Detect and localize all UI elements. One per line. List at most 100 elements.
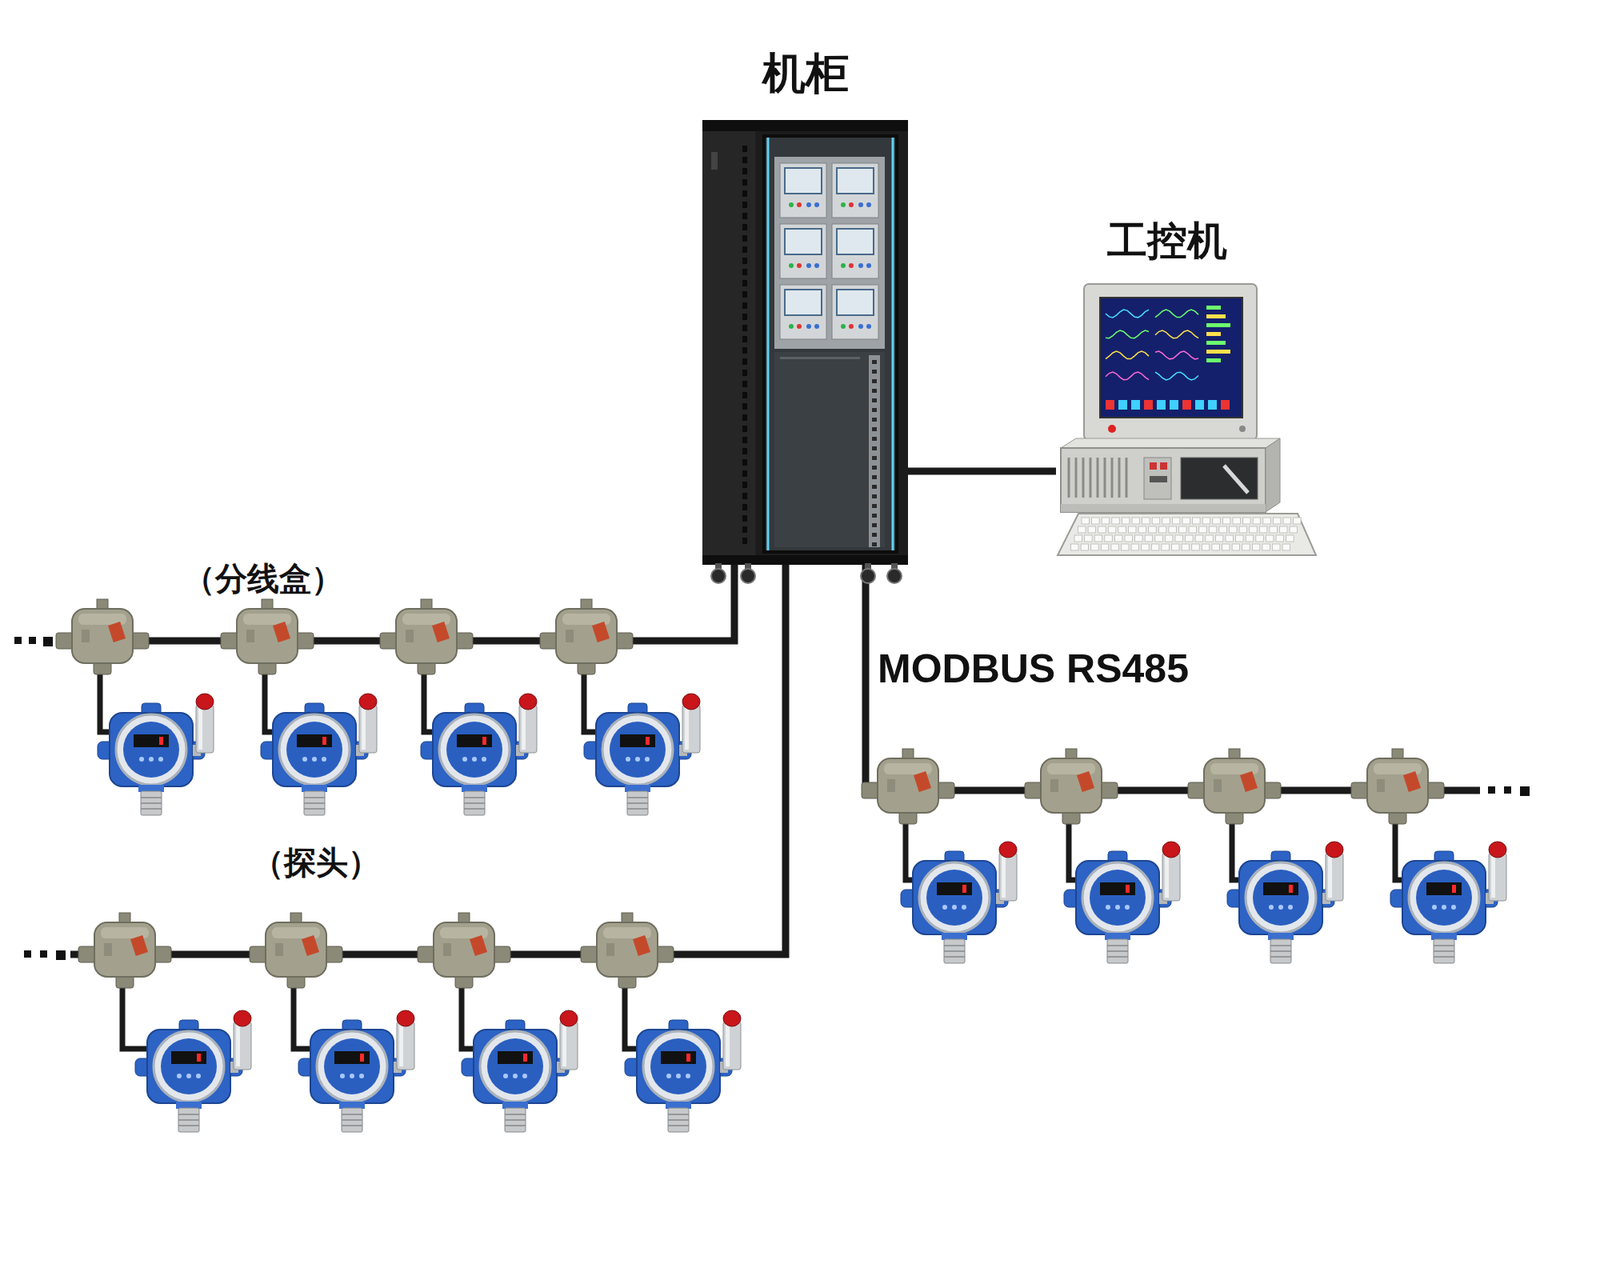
rail-hole [872,465,877,470]
alarm-body [233,1021,252,1070]
rail-hole [872,513,877,518]
rail-hole [872,427,877,432]
monitor-screen [1100,297,1243,418]
alarm-lamp [1162,841,1180,858]
box-mark [606,943,615,956]
box-mark [1213,779,1222,792]
alarm-shine [684,708,689,750]
panel-frame [774,156,885,349]
detector-button [625,756,631,762]
detector-button [1268,904,1274,910]
key [1135,535,1144,542]
bus-cable [70,564,786,955]
detector-face [123,721,180,778]
alarm-body [682,704,700,753]
key [1175,535,1184,542]
sensor-ring [178,1113,200,1116]
signal-name: MODBUS RS485 [875,646,1192,693]
vent-slot [742,201,748,208]
alarm-lamp [233,1010,252,1027]
key [1259,526,1268,533]
caster-wheel [887,568,902,584]
vent-slot [742,347,748,354]
sensor-ring [304,802,325,804]
detector-bezel [279,714,350,785]
detector-button [1105,904,1111,910]
lcd-digit [1452,884,1456,893]
detector-button [522,1073,528,1079]
key [1265,535,1274,542]
key [1208,526,1217,533]
key [1104,535,1113,542]
pc-case [1060,448,1266,512]
key [1080,544,1089,551]
detector-body [596,712,680,787]
junction-box-group [540,599,633,675]
junction-box-group [580,912,674,988]
vent-slot [742,235,748,242]
status-led [796,263,802,268]
rail-hole [872,446,877,451]
detector-button [635,756,640,762]
key [1219,526,1228,533]
sensor-ring [1433,956,1455,958]
rail-hole [872,360,877,364]
vent-slot [742,156,748,164]
alarm-lamp [723,1010,741,1027]
sensor-ring [627,808,648,810]
key [1078,526,1087,533]
key [1164,535,1173,542]
key [1084,535,1093,542]
sensor-ring [668,1113,689,1116]
key [1124,535,1133,542]
vent-slot [742,436,748,444]
case-vent [1075,457,1078,498]
rail-hole [872,456,877,460]
button [806,324,812,329]
rail-hole [872,532,877,537]
pc-side [1265,438,1280,512]
vent-slot [742,313,748,320]
key [1100,544,1109,551]
alarm-lamp [519,693,537,710]
ex-tag [592,621,610,643]
detector-lcd [171,1051,207,1064]
key [1215,535,1224,542]
key [1195,535,1204,542]
button [814,263,820,268]
reset-button [1149,462,1157,470]
button [806,263,812,268]
junction-box-group [1351,748,1444,824]
key [1236,535,1244,542]
key [1252,544,1260,551]
indicator [1169,400,1179,410]
ex-tag [1240,771,1258,792]
detector-face [609,721,666,778]
detector-button [196,1073,201,1079]
detector-face [160,1038,217,1095]
indicator [1208,400,1217,410]
sensor-ring [944,950,965,952]
button [814,324,820,329]
status-led [788,202,794,208]
alarm-body [1488,852,1507,901]
ex-tag [272,621,291,643]
box-mark [275,943,284,956]
key [1118,526,1127,533]
detector-button [312,756,317,762]
key [1088,526,1096,533]
status-row [1206,305,1221,310]
detector-button [148,756,154,762]
detector-face [650,1038,707,1095]
detector-button [1451,904,1456,910]
cabinet-interior [774,352,885,548]
drive-bay [1180,457,1258,500]
button [806,202,812,208]
alarm-shine [1491,856,1496,898]
detector-button [942,904,948,910]
indicator [1182,400,1192,410]
rail-hole [872,475,877,480]
case-strip [1060,504,1266,512]
key [1201,544,1210,551]
sensor-ring [464,796,485,799]
